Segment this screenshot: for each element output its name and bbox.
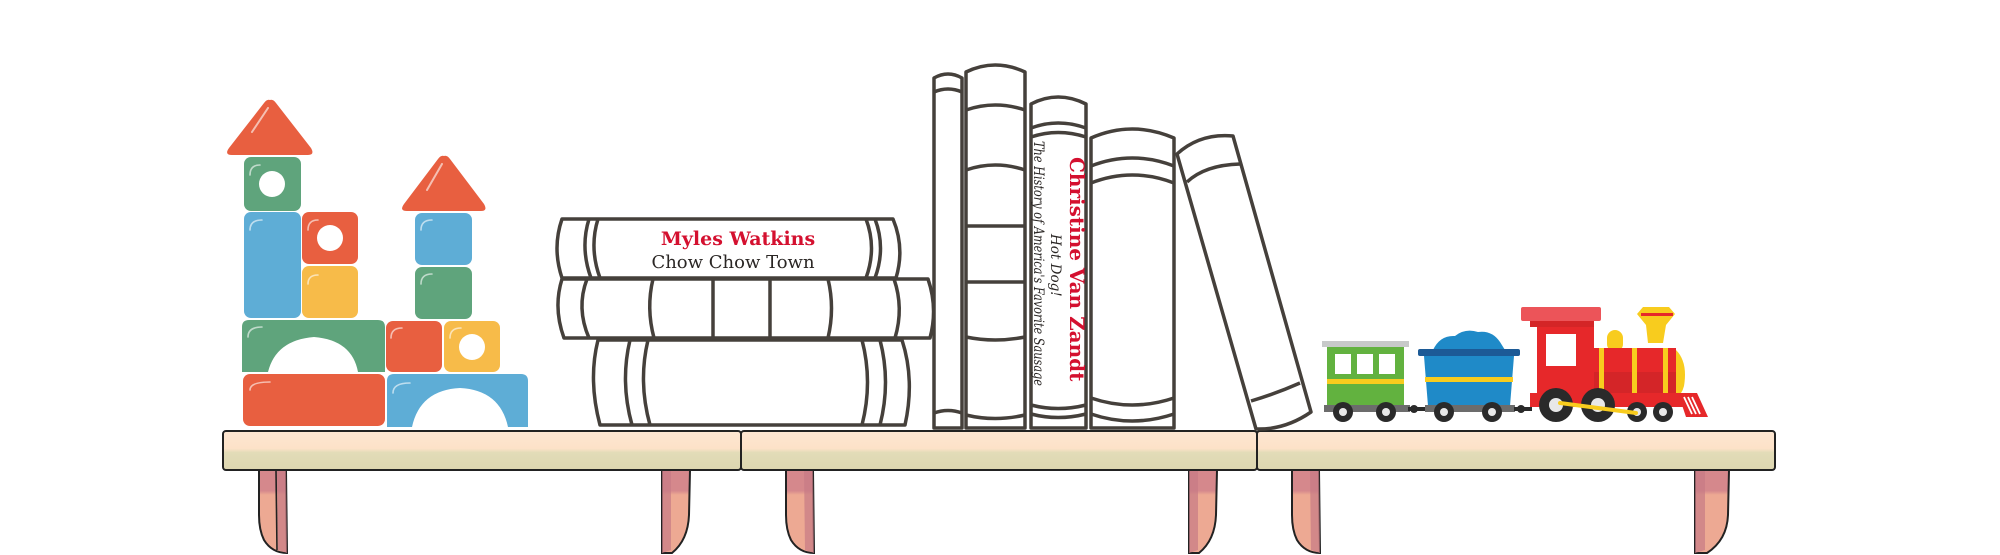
green-block [415,267,472,319]
book-subtitle-history-sausage: The History of America's Favorite Sausag… [1030,141,1046,386]
passenger-car [1322,341,1410,422]
blue-arch-block [387,374,528,427]
green-arch-block [242,320,385,372]
toy-train [1322,307,1708,422]
shelf-board-right [1256,430,1776,471]
book-author-myles-watkins: Myles Watkins [661,228,815,250]
shelf-board-middle [740,430,1258,471]
red-block [386,321,442,372]
left-block-tower [227,99,385,426]
upright-book-3-hot-dog [1029,95,1088,430]
toy-blocks [227,99,528,427]
tall-blue-block [244,212,301,318]
stacked-book-bottom [591,338,912,427]
upright-book-5-leaning [1175,133,1313,431]
book-title-hot-dog: Hot Dog! [1047,233,1063,297]
book-author-christine-van-zandt: Christine Van Zandt [1065,157,1089,382]
upright-book-4 [1089,127,1176,430]
stacked-book-middle [556,277,936,340]
book-title-chow-chow-town: Chow Chow Town [651,252,815,273]
bracket [1188,469,1219,554]
bracket [785,469,816,555]
bracket [258,469,289,555]
triangle-block [402,155,486,211]
upright-book-1 [932,72,964,430]
right-block-tower [386,155,528,427]
horizontal-book-stack [555,217,936,427]
shelf-board-left [222,430,742,471]
red-long-block [243,374,385,426]
shelf [222,430,1776,555]
stacked-book-top [555,217,902,280]
coal-car [1418,330,1520,422]
shelf-brackets [258,469,1731,555]
triangle-block [227,99,313,155]
blue-block [415,213,472,265]
bracket [1291,469,1322,555]
yellow-block [302,266,358,318]
bracket [661,469,692,554]
upright-book-2 [964,63,1027,430]
shelf-boards [222,430,1776,471]
upright-books [932,63,1313,431]
bracket [1694,469,1731,554]
locomotive [1521,307,1708,422]
